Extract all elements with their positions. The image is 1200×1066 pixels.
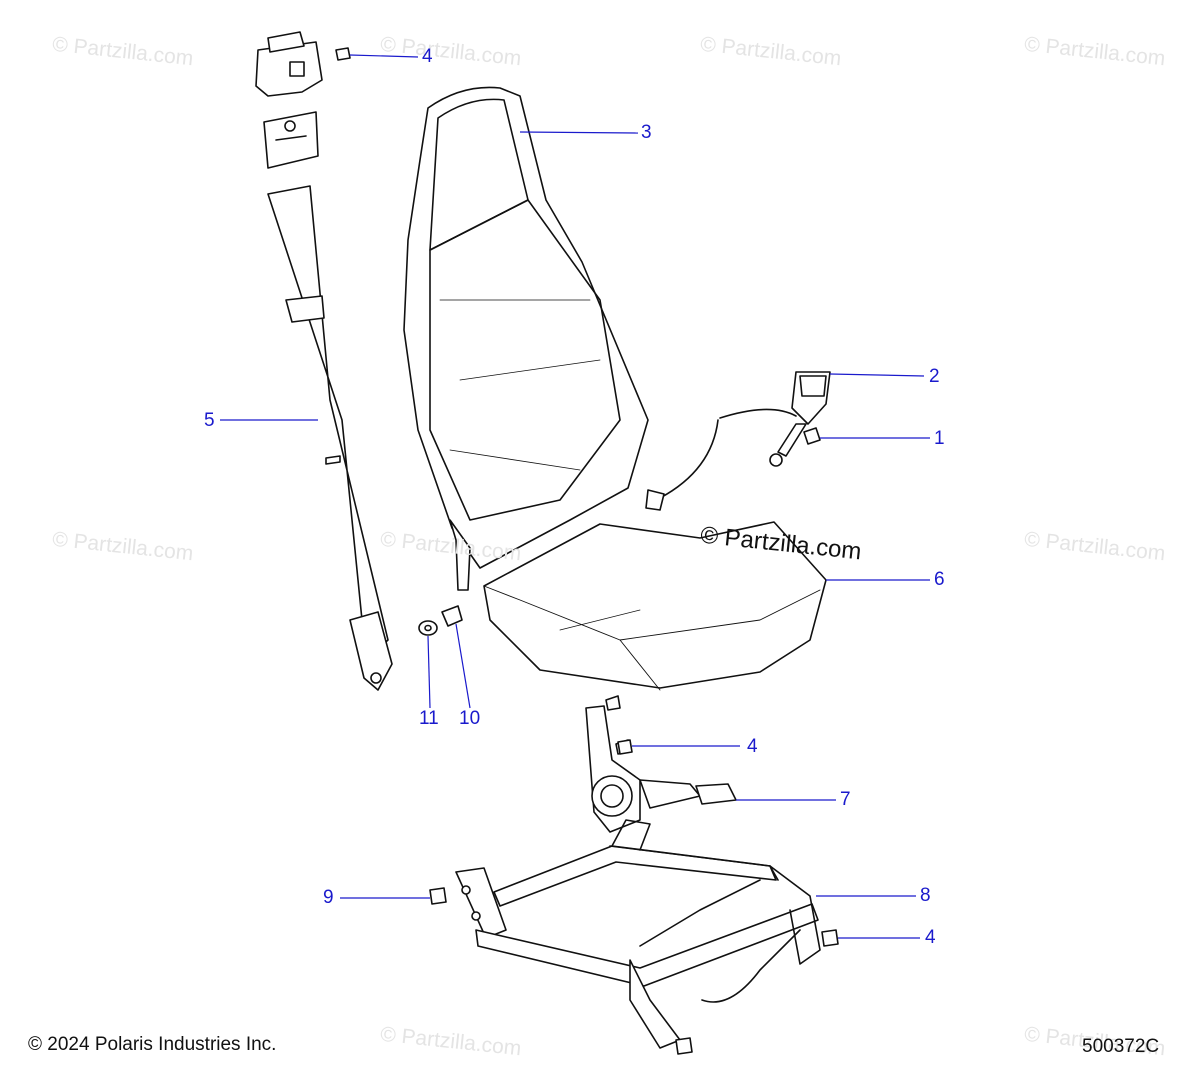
bolt-4-mid bbox=[617, 739, 633, 755]
callout-4-bottom: 4 bbox=[925, 927, 936, 948]
seat-belt-buckle bbox=[645, 371, 831, 511]
callout-8: 8 bbox=[920, 885, 931, 906]
callout-5: 5 bbox=[204, 410, 215, 431]
callout-4-mid: 4 bbox=[747, 736, 758, 757]
callout-10: 10 bbox=[459, 708, 481, 729]
copyright-notice: © 2024 Polaris Industries Inc. bbox=[28, 1034, 277, 1055]
bolt-4-bottom bbox=[675, 929, 839, 1055]
diagram-id: 500372C bbox=[1082, 1036, 1160, 1057]
callout-2: 2 bbox=[929, 366, 940, 387]
recliner-mechanism bbox=[585, 695, 737, 833]
bolt-9 bbox=[429, 887, 447, 905]
leader-lines bbox=[220, 54, 930, 939]
washer bbox=[418, 620, 438, 636]
callout-4-top: 4 bbox=[422, 46, 433, 67]
callout-11: 11 bbox=[419, 708, 439, 729]
bolt-10 bbox=[441, 605, 463, 627]
callout-3: 3 bbox=[641, 122, 652, 143]
callout-9: 9 bbox=[323, 887, 334, 908]
seat-slider-frame bbox=[455, 819, 821, 1049]
callout-7: 7 bbox=[840, 789, 851, 810]
bolt-4-top bbox=[335, 47, 351, 61]
callout-1: 1 bbox=[934, 428, 945, 449]
callout-6: 6 bbox=[934, 569, 945, 590]
seat-back bbox=[403, 86, 649, 591]
seat-belt-webbing bbox=[255, 31, 393, 691]
seat-cushion bbox=[483, 521, 827, 691]
